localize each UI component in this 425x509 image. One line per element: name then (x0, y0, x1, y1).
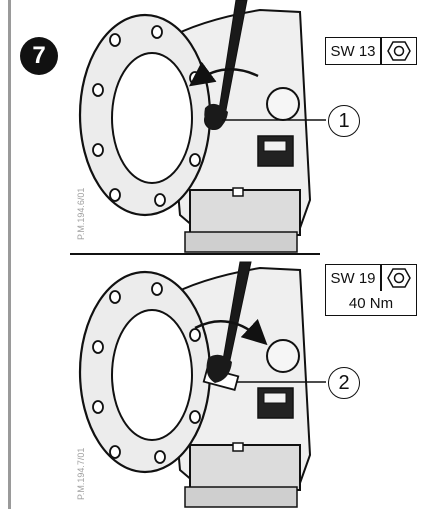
top-valve-drawing (78, 0, 326, 253)
callout-marker-2: 2 (328, 367, 360, 399)
left-margin-rule (8, 0, 11, 509)
wrench-size-box-bottom: SW 19 (325, 264, 417, 292)
callout-number-2: 2 (338, 371, 350, 394)
connector-face (263, 140, 287, 152)
torque-value: 40 Nm (348, 294, 394, 312)
step-number-badge: 7 (20, 37, 58, 75)
wrench-size-bottom: SW 19 (330, 269, 376, 287)
flange-bore (111, 52, 193, 184)
valve-base (184, 231, 298, 253)
side-boss (266, 339, 300, 373)
wrench-head (204, 103, 228, 130)
valve-base (184, 486, 298, 508)
hex-nut-icon (382, 38, 417, 64)
panel-divider (70, 253, 320, 255)
flange-bolt-holes (92, 282, 201, 464)
bottom-valve-drawing (78, 261, 326, 508)
connector-face (263, 392, 287, 404)
drawing-code-top: P.M.194.6/01 (76, 187, 86, 240)
callout-number-1: 1 (338, 109, 350, 132)
rotation-arrow-cw (194, 318, 268, 346)
wrench-size-box-top: SW 13 (325, 37, 417, 65)
drawing-code-bottom: P.M.194.7/01 (76, 447, 86, 500)
hex-nut-icon (382, 265, 417, 291)
valve-lower-housing (189, 189, 301, 236)
open-end-wrench (222, 261, 252, 361)
valve-lower-housing (189, 444, 301, 491)
side-boss (266, 87, 300, 121)
rotation-arrow-ccw (188, 61, 259, 87)
small-plug (232, 442, 244, 452)
wrench-size-top: SW 13 (330, 42, 376, 60)
step-number: 7 (32, 42, 46, 69)
torque-box: 40 Nm (325, 291, 417, 316)
wrench-head (206, 354, 232, 383)
open-end-wrench (218, 0, 248, 111)
flange-bore (111, 309, 193, 441)
small-plug (232, 187, 244, 197)
callout-marker-1: 1 (328, 105, 360, 137)
